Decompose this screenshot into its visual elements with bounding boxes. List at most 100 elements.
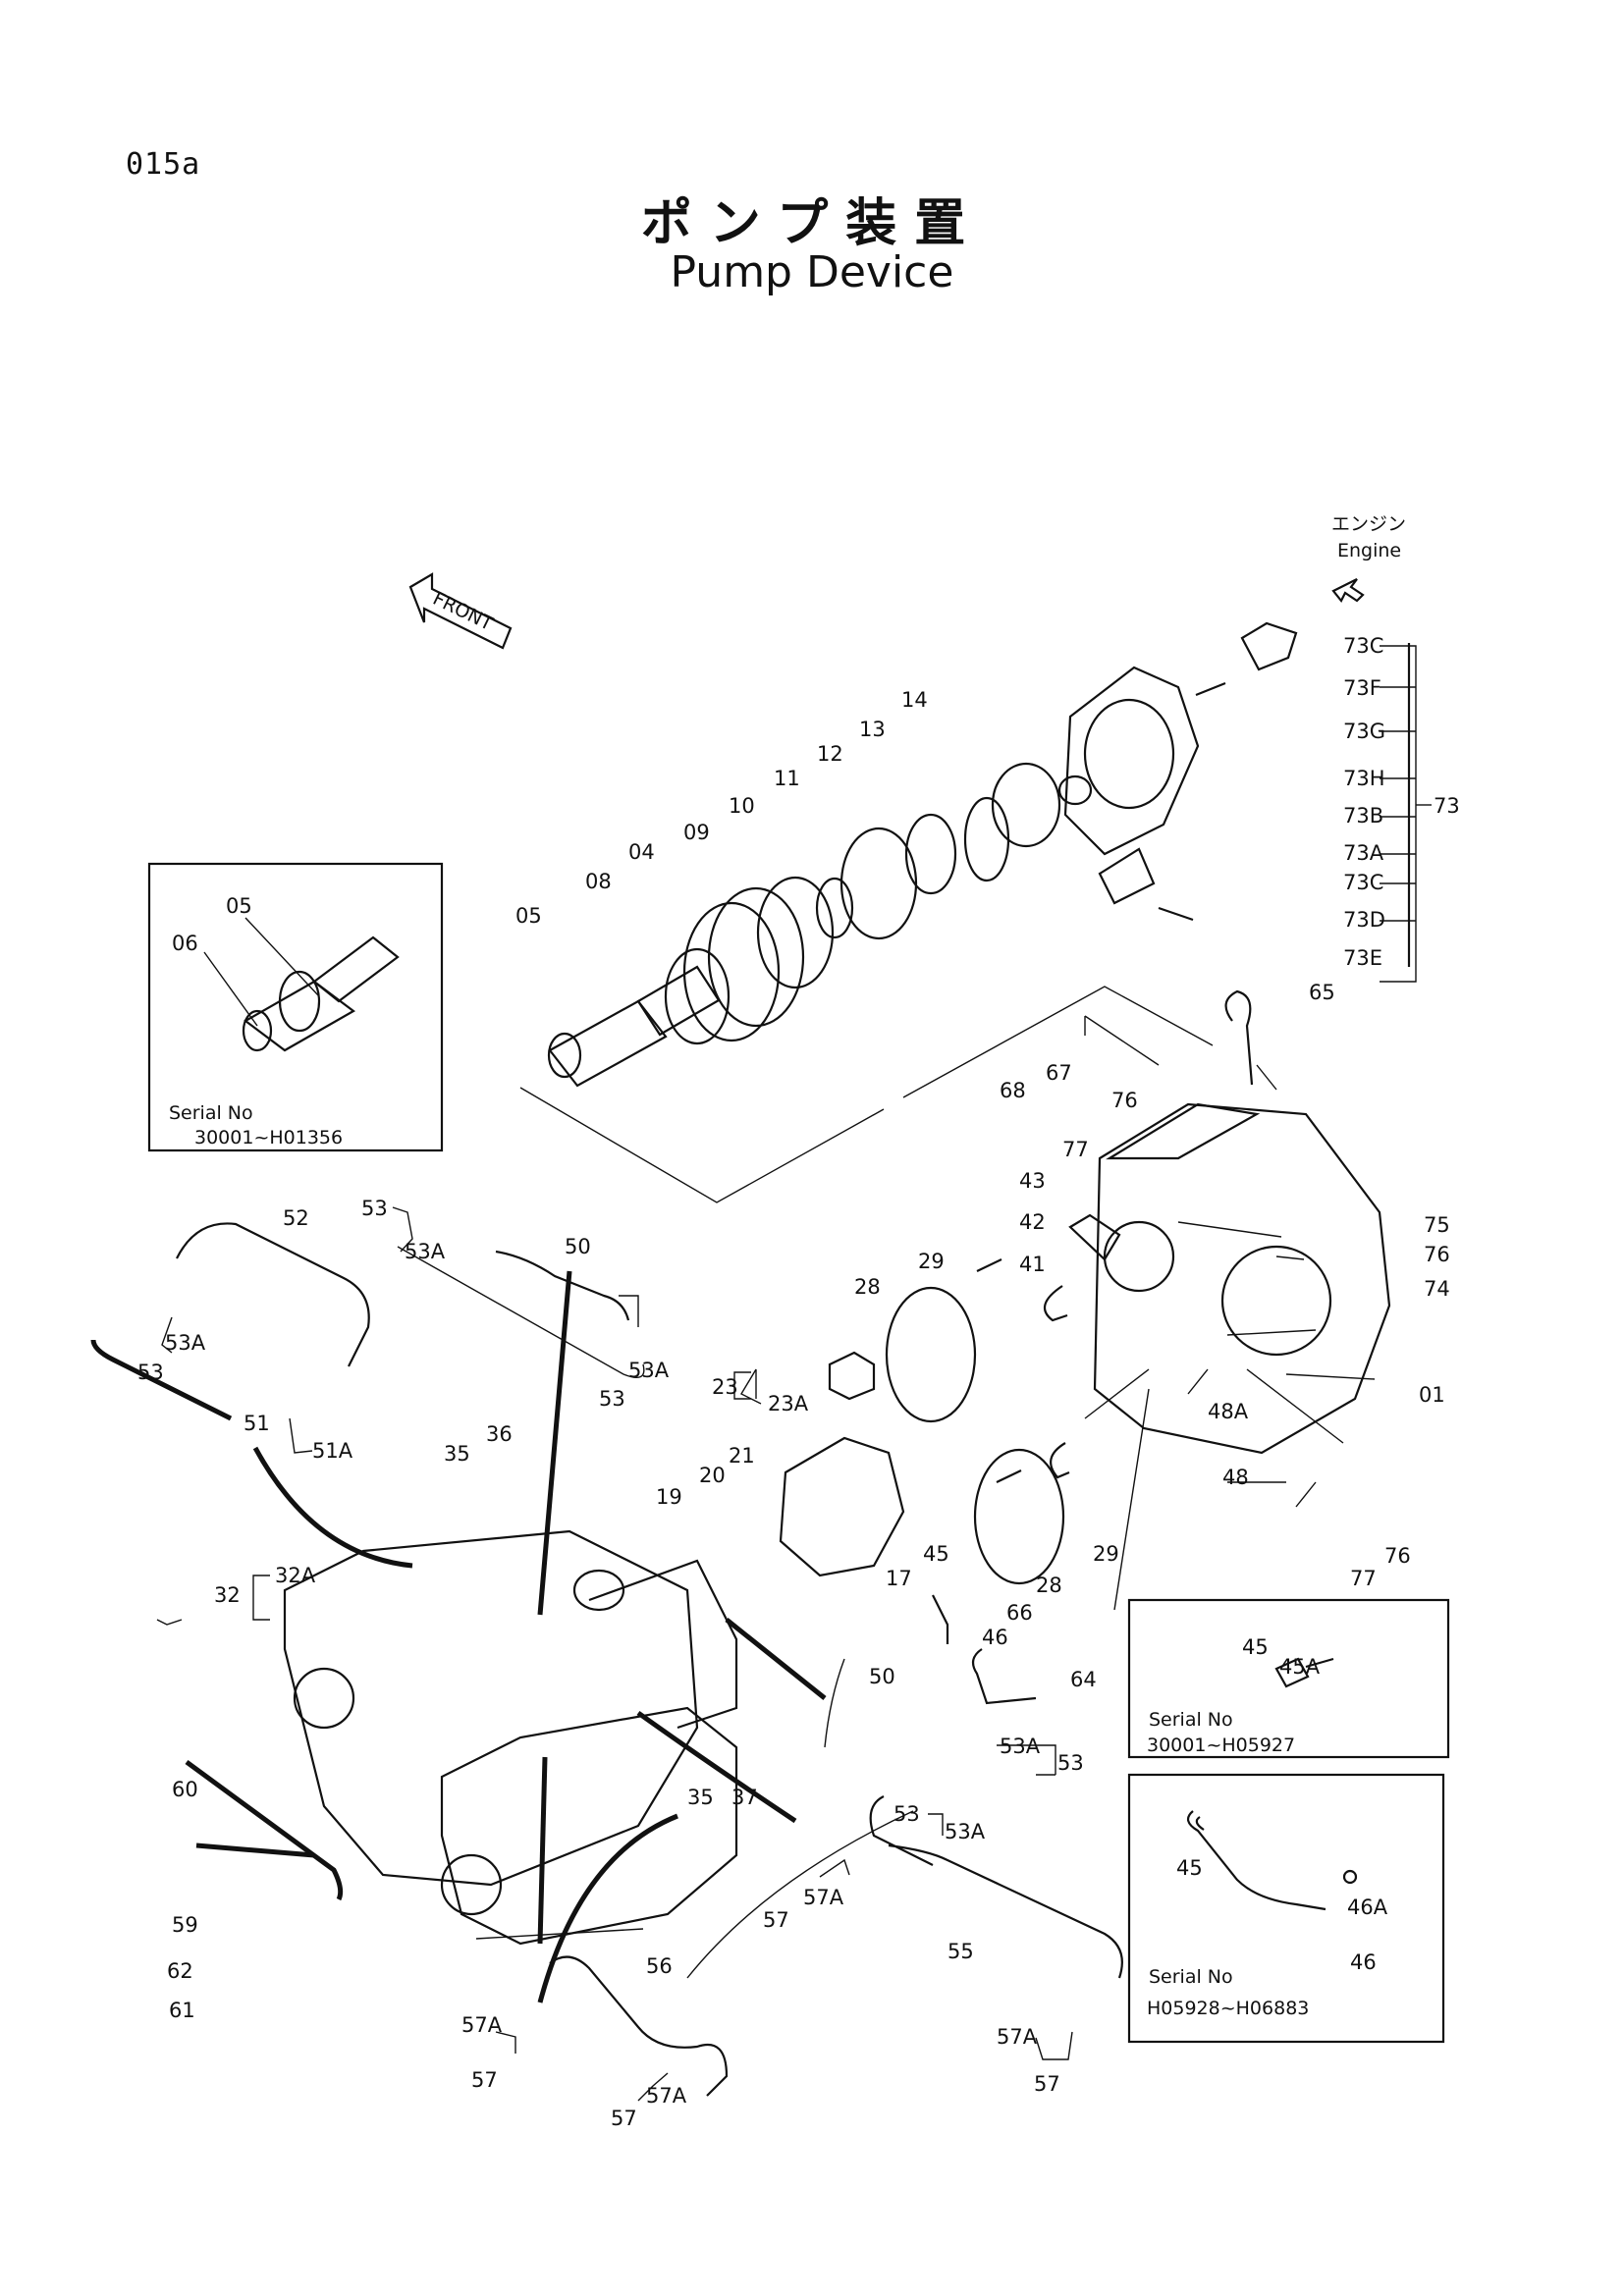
part-number-29: 29: [1093, 1542, 1119, 1566]
part-number-41: 41: [1019, 1253, 1046, 1276]
part-number-76: 76: [1384, 1544, 1411, 1568]
part-number-75: 75: [1424, 1213, 1450, 1237]
part-number-05: 05: [515, 904, 542, 928]
pump-shaft-assembly: [547, 762, 1093, 1088]
part-number-50: 50: [869, 1665, 895, 1688]
part-number-53: 53: [137, 1361, 164, 1384]
engine-label-en: Engine: [1337, 540, 1401, 561]
part-number-65: 65: [1309, 981, 1335, 1004]
part-number-66: 66: [1006, 1601, 1033, 1625]
part-number-57: 57: [763, 1908, 789, 1932]
part-number-73: 73: [1434, 794, 1460, 818]
part-number-64: 64: [1070, 1668, 1097, 1691]
part-number-23a: 23A: [768, 1392, 809, 1415]
part-number-28: 28: [1036, 1574, 1062, 1597]
engine-marker: エンジン Engine: [1331, 513, 1406, 604]
part-number-53: 53: [893, 1802, 920, 1826]
gear-pump: [779, 1258, 1070, 1585]
part-number-21: 21: [729, 1444, 755, 1468]
page-code: 015a: [126, 147, 201, 182]
part-number-53a: 53A: [405, 1240, 446, 1263]
part-number-76: 76: [1424, 1243, 1450, 1266]
part-number-73h: 73H: [1343, 767, 1385, 790]
part-number-74: 74: [1424, 1277, 1450, 1301]
part-number-77: 77: [1062, 1138, 1089, 1161]
title-japanese: ポンプ装置: [640, 194, 984, 253]
part-number-36: 36: [486, 1422, 513, 1446]
part-number-46: 46: [982, 1626, 1008, 1649]
part-number-46a: 46A: [1347, 1896, 1388, 1919]
part-number-57a: 57A: [803, 1886, 844, 1909]
part-number-08: 08: [585, 870, 612, 893]
part-number-53a: 53A: [165, 1331, 206, 1355]
part-number-73a: 73A: [1343, 841, 1384, 865]
part-number-52: 52: [283, 1206, 309, 1230]
inset-3-serial-range: H05928~H06883: [1147, 1998, 1309, 2019]
part-number-53a: 53A: [628, 1359, 670, 1382]
part-number-53: 53: [599, 1387, 625, 1411]
part-number-09: 09: [683, 821, 710, 844]
part-number-57: 57: [1034, 2072, 1060, 2096]
part-number-73g: 73G: [1343, 720, 1385, 743]
part-number-73c: 73C: [1343, 634, 1383, 658]
part-number-35: 35: [687, 1786, 714, 1809]
part-number-19: 19: [656, 1485, 682, 1509]
part-number-57: 57: [611, 2107, 637, 2130]
part-number-77: 77: [1350, 1567, 1377, 1590]
title-english: Pump Device: [670, 247, 954, 297]
part-number-43: 43: [1019, 1169, 1046, 1193]
part-number-60: 60: [172, 1778, 198, 1801]
part-number-01: 01: [1419, 1383, 1445, 1407]
part-number-23: 23: [712, 1375, 738, 1399]
part-number-06: 06: [172, 932, 198, 955]
part-number-32: 32: [214, 1583, 241, 1607]
part-number-35: 35: [444, 1442, 470, 1466]
part-number-53a: 53A: [1000, 1735, 1041, 1758]
part-number-57a: 57A: [461, 2013, 503, 2037]
part-number-61: 61: [169, 1999, 195, 2022]
part-number-68: 68: [1000, 1079, 1026, 1102]
part-number-48a: 48A: [1208, 1400, 1249, 1423]
inset-2-serial-range: 30001~H05927: [1147, 1735, 1295, 1756]
inset-2-serial-label: Serial No: [1149, 1709, 1233, 1731]
part-number-73f: 73F: [1343, 676, 1381, 700]
part-number-45: 45: [923, 1542, 949, 1566]
coupling-assembly: [1063, 621, 1411, 967]
part-number-57: 57: [471, 2068, 498, 2092]
part-number-50: 50: [565, 1235, 591, 1258]
pipes-and-hoses: [176, 1222, 1123, 2097]
part-number-10: 10: [729, 794, 755, 818]
part-number-57a: 57A: [646, 2084, 687, 2108]
part-number-17: 17: [886, 1567, 912, 1590]
part-number-62: 62: [167, 1959, 193, 1983]
inset-serial-1: 05 06 Serial No 30001~H01356: [147, 862, 444, 1152]
part-number-20: 20: [699, 1464, 726, 1487]
part-number-37: 37: [731, 1786, 758, 1809]
part-number-13: 13: [859, 718, 886, 741]
part-number-11: 11: [774, 767, 800, 790]
part-number-73d: 73D: [1343, 908, 1385, 932]
part-number-59: 59: [172, 1913, 198, 1937]
part-number-53a: 53A: [945, 1820, 986, 1843]
part-number-55: 55: [947, 1940, 974, 1963]
inset-1-serial-label: Serial No: [169, 1102, 253, 1124]
front-arrow: FRONT: [408, 572, 513, 650]
callout-brackets: [156, 645, 1432, 2102]
engine-label-ja: エンジン: [1331, 513, 1406, 535]
part-number-57a: 57A: [997, 2025, 1038, 2049]
part-number-04: 04: [628, 840, 655, 864]
part-number-45: 45: [1242, 1635, 1269, 1659]
shaft-plane-outline: [519, 986, 1214, 1203]
part-callouts: 73C 73F 73G 73H 73B 73A 73C 73D 73E 73 6…: [137, 634, 1460, 2130]
part-number-12: 12: [817, 742, 843, 766]
part-number-53: 53: [1057, 1751, 1084, 1775]
part-number-48: 48: [1222, 1466, 1249, 1489]
inset-3-serial-label: Serial No: [1149, 1966, 1233, 1988]
inset-1-serial-range: 30001~H01356: [194, 1127, 343, 1148]
part-number-05: 05: [226, 894, 252, 918]
part-number-14: 14: [901, 688, 928, 712]
part-number-28: 28: [854, 1275, 881, 1299]
part-number-76: 76: [1111, 1089, 1138, 1112]
